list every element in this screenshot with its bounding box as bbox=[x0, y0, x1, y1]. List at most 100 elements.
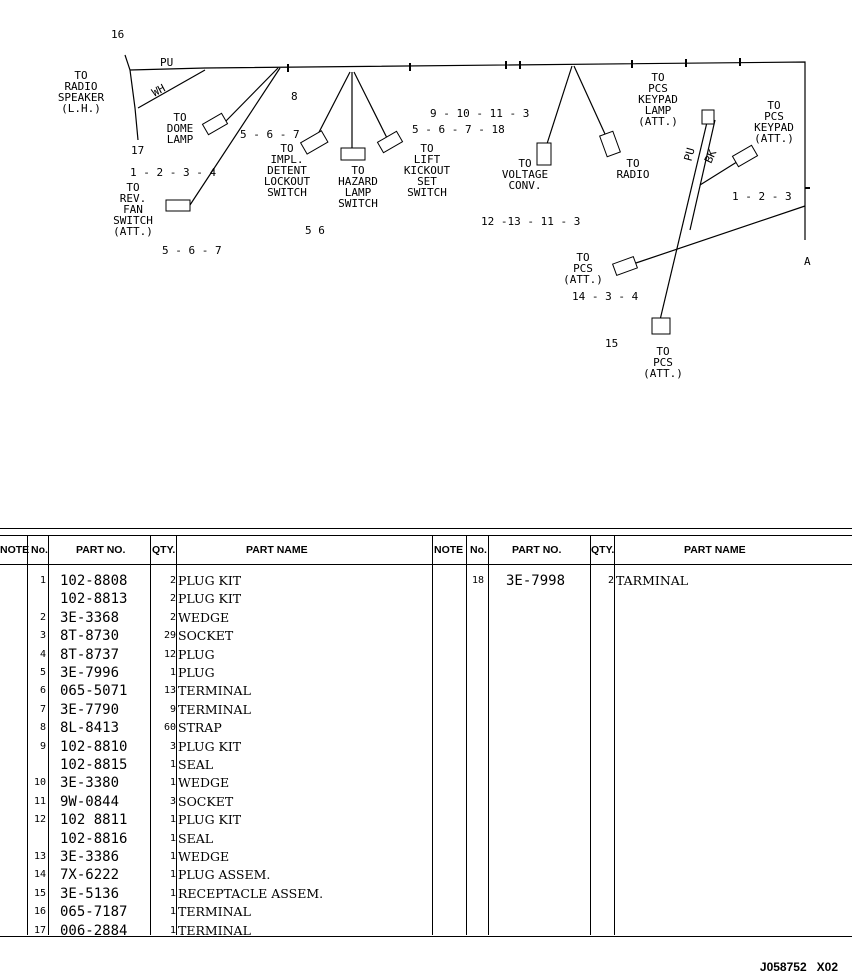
callout-16: 16 bbox=[111, 28, 125, 41]
col-divider bbox=[150, 535, 151, 935]
part-name: PLUG KIT bbox=[178, 591, 242, 607]
pcs-keypad-connector bbox=[731, 144, 759, 168]
label-rev-fan-switch: TO REV. FAN SWITCH (ATT.) bbox=[113, 181, 153, 238]
part-name: PLUG ASSEM. bbox=[178, 867, 271, 883]
part-number: 102 8811 bbox=[60, 812, 128, 829]
part-number: 065-7187 bbox=[60, 904, 128, 921]
callout-5-6-7-a: 5 - 6 - 7 bbox=[240, 128, 300, 141]
part-number-index: 8 bbox=[39, 722, 46, 734]
part-number-index: 9 bbox=[39, 740, 46, 752]
header-part-name-left: PART NAME bbox=[246, 544, 308, 556]
part-number: 065-5071 bbox=[60, 683, 128, 700]
quantity: 29 bbox=[163, 630, 176, 642]
part-number-index: 14 bbox=[33, 869, 46, 881]
part-name: SEAL bbox=[178, 830, 214, 846]
drawing-number: J058752 bbox=[759, 960, 807, 974]
callout-5-6: 5 6 bbox=[305, 224, 325, 237]
quantity: 1 bbox=[169, 906, 176, 918]
part-number: 102-8810 bbox=[60, 738, 128, 755]
header-qty-right: QTY. bbox=[591, 544, 615, 556]
part-number: 102-8816 bbox=[60, 830, 128, 847]
part-number-index: 15 bbox=[33, 887, 46, 899]
drawing-code: J058752 X02 bbox=[760, 960, 838, 974]
radio-branch bbox=[573, 65, 611, 146]
part-name: PLUG bbox=[178, 646, 215, 662]
part-name: RECEPTACLE ASSEM. bbox=[178, 885, 324, 901]
pcs-keypad-lamp-branch bbox=[659, 117, 709, 321]
part-name: PLUG bbox=[178, 665, 215, 680]
label-pcs-keypad: TO PCS KEYPAD (ATT.) bbox=[754, 99, 794, 145]
part-name: WEDGE bbox=[178, 775, 230, 791]
label-pcs-att-2: TO PCS (ATT.) bbox=[643, 345, 683, 380]
quantity: 1 bbox=[169, 851, 176, 862]
label-pcs-att-1: TO PCS (ATT.) bbox=[563, 251, 603, 286]
part-number: 006-2884 bbox=[60, 922, 128, 939]
lift-kickout-branch bbox=[353, 71, 389, 141]
speaker-wire-wh bbox=[137, 69, 206, 109]
part-number-index: 18 bbox=[471, 575, 484, 586]
table-bottom-border bbox=[0, 936, 852, 937]
speaker-wire-pu bbox=[129, 67, 206, 71]
col-divider bbox=[590, 535, 591, 935]
part-name: PLUG KIT bbox=[178, 812, 242, 828]
part-number: 3E-7996 bbox=[60, 665, 120, 681]
hazard-connector bbox=[340, 147, 366, 161]
header-no-left: No. bbox=[31, 544, 48, 556]
quantity: 1 bbox=[169, 832, 176, 844]
callout-15: 15 bbox=[605, 337, 619, 350]
part-number-index: 3 bbox=[39, 630, 46, 642]
part-name: PLUG KIT bbox=[178, 573, 242, 588]
quantity: 2 bbox=[169, 593, 176, 605]
pcs-att-branch bbox=[629, 205, 806, 266]
label-radio-speaker: TO RADIO SPEAKER (L.H.) bbox=[57, 69, 105, 115]
label-impl-detent-switch: TO IMPL. DETENT LOCKOUT SWITCH bbox=[263, 142, 311, 199]
col-divider bbox=[466, 535, 467, 935]
callout-12-13-11-3: 12 -13 - 11 - 3 bbox=[481, 215, 581, 228]
quantity: 1 bbox=[169, 667, 176, 678]
col-divider bbox=[27, 535, 28, 935]
part-number: 102-8808 bbox=[60, 573, 128, 589]
dome-lamp-branch bbox=[224, 67, 279, 123]
part-name: TERMINAL bbox=[178, 683, 251, 699]
part-number-index: 10 bbox=[33, 777, 46, 789]
part-number: 3E-3368 bbox=[60, 609, 120, 626]
part-number: 7X-6222 bbox=[60, 867, 120, 884]
quantity: 1 bbox=[169, 759, 176, 770]
callout-9-10-11-3: 9 - 10 - 11 - 3 bbox=[430, 107, 530, 120]
part-number-index: 2 bbox=[39, 611, 46, 623]
part-name: TERMINAL bbox=[178, 701, 251, 717]
quantity: 2 bbox=[607, 575, 614, 586]
label-lift-kickout-switch: TO LIFT KICKOUT SET SWITCH bbox=[403, 142, 451, 199]
pcs-keypad-lamp-connector bbox=[701, 109, 715, 125]
quantity: 1 bbox=[169, 869, 176, 881]
header-part-name-right: PART NAME bbox=[684, 544, 746, 556]
part-name: SEAL bbox=[178, 757, 214, 772]
callout-a: A bbox=[804, 255, 811, 268]
speaker-lead bbox=[124, 54, 139, 141]
table-top-border bbox=[0, 528, 852, 529]
part-number: 3E-3386 bbox=[60, 849, 120, 865]
part-name: TARMINAL bbox=[616, 573, 689, 588]
rev-fan-branch bbox=[189, 67, 281, 206]
quantity: 3 bbox=[169, 795, 176, 807]
part-number-index: 12 bbox=[33, 814, 46, 826]
part-number: 102-8815 bbox=[60, 757, 128, 773]
voltage-conv-connector bbox=[536, 142, 552, 166]
part-number: 8L-8413 bbox=[60, 720, 120, 737]
part-number-index: 13 bbox=[33, 851, 46, 862]
part-number-index: 17 bbox=[33, 924, 46, 936]
